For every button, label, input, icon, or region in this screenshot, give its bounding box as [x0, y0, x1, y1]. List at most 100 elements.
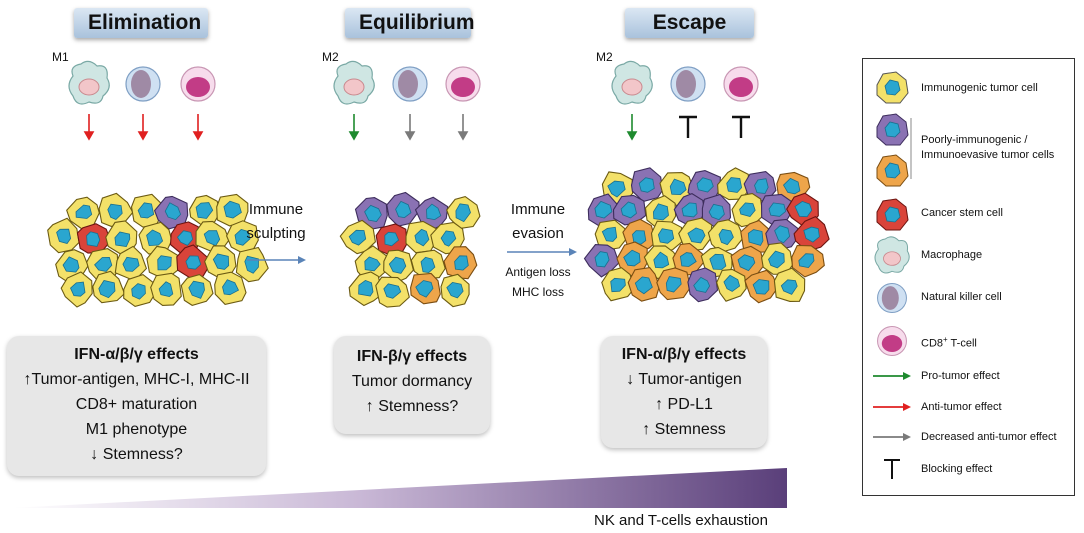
legend-label-pro-tumor: Pro-tumor effect [921, 370, 1000, 382]
immune-cells-equilibrium [333, 60, 481, 141]
effects-box-elimination: IFN-α/β/γ effects ↑Tumor-antigen, MHC-I,… [7, 336, 266, 476]
tumor-cluster-elimination [47, 192, 269, 308]
immune-cells-escape [611, 60, 759, 141]
tumor-cell [616, 241, 648, 277]
tumor-cell [153, 195, 189, 230]
tumor-cell [786, 192, 819, 227]
phase-title-escape: Escape [625, 8, 754, 38]
immune-sculpting-arrow [247, 256, 306, 264]
cd8-superscript: + [943, 335, 948, 344]
effect-line: ↓ Tumor-antigen [626, 371, 742, 388]
tumor-cell [687, 267, 719, 303]
macrophage-icon [611, 60, 653, 105]
cd8-t-cell-icon [445, 66, 481, 102]
tumor-cell [410, 272, 441, 305]
nk-cell-icon [877, 283, 907, 313]
nk-cell-icon [670, 66, 706, 102]
effect-line: ↑ Stemness [642, 421, 726, 438]
immune-evasion-label-1: Immune [510, 201, 566, 218]
legend-label-anti-tumor: Anti-tumor effect [921, 401, 1002, 413]
macrophage-label-equilibrium: M2 [322, 50, 339, 64]
tumor-cell [405, 220, 439, 254]
tumor-cell [630, 167, 664, 203]
cd8-text: CD8 [921, 337, 944, 350]
legend-label-decreased-anti-tumor: Decreased anti-tumor effect [921, 431, 1057, 443]
legend-label-cd8-t-cell: CD8+ T-cell [921, 332, 977, 352]
effect-line: CD8+ maturation [75, 396, 198, 413]
macrophage-icon [874, 236, 910, 274]
tumor-cell [339, 219, 376, 255]
effects-box-escape: IFN-α/β/γ effects ↓ Tumor-antigen ↑ PD-L… [601, 336, 767, 448]
decreased-anti-tumor-arrow [404, 114, 469, 141]
tumor-cell [92, 270, 126, 304]
tumor-cell [410, 249, 446, 280]
t-cell-text: T-cell [947, 337, 977, 350]
effect-line: M1 phenotype [85, 421, 188, 438]
tumor-cell [731, 193, 764, 228]
exhaustion-label: NK and T-cells exhaustion [594, 512, 768, 529]
immune-evasion-arrow [507, 248, 577, 256]
phase-title-elimination: Elimination [74, 8, 208, 38]
effects-title: IFN-α/β/γ effects [621, 346, 747, 363]
tumor-cell [587, 193, 621, 228]
tumor-cell [793, 215, 830, 253]
tumor-cell [138, 221, 173, 255]
legend-label-nk-cell: Natural killer cell [921, 291, 1002, 303]
cd8-t-cell-icon [723, 66, 759, 102]
legend-label-cancer-stem-cell: Cancer stem cell [921, 207, 1003, 219]
pro-tumor-arrow [626, 114, 638, 141]
legend-label-blocking: Blocking effect [921, 463, 993, 475]
blocking-icon [679, 115, 750, 138]
tumor-cell [204, 245, 237, 280]
poorly-immunogenic-tumor-cell-icon [876, 113, 909, 146]
effects-box-equilibrium: IFN-β/γ effects Tumor dormancy ↑ Stemnes… [334, 336, 490, 434]
tumor-cell [716, 268, 747, 302]
legend-label-immunoevasive: Immunoevasive tumor cells [921, 149, 1055, 161]
macrophage-label-escape: M2 [596, 50, 613, 64]
tumor-cell [375, 223, 408, 255]
effect-line: ↑Tumor-antigen, MHC-I, MHC-II [23, 371, 250, 388]
tumor-cell [765, 218, 799, 251]
tumor-cell [656, 267, 692, 301]
tumor-cell [717, 167, 750, 201]
tumor-cell [150, 272, 182, 306]
tumor-cell [701, 193, 732, 229]
tumor-cell [672, 242, 706, 276]
legend-label-macrophage: Macrophage [921, 249, 983, 261]
effect-line: ↑ PD-L1 [655, 396, 713, 413]
tumor-cell [601, 267, 635, 302]
effects-title: IFN-β/γ effects [356, 348, 468, 365]
nk-cell-icon [125, 66, 161, 102]
tumor-cell [225, 220, 259, 254]
tumor-cell [740, 219, 774, 253]
effect-line: Tumor dormancy [351, 373, 473, 390]
tumor-cell [60, 271, 93, 308]
tumor-cluster-equilibrium [339, 191, 481, 308]
tumor-cell [687, 170, 721, 202]
tumor-cell [348, 271, 383, 307]
effect-line: ↓ Stemness? [90, 446, 183, 463]
tumor-cell [383, 249, 415, 283]
tumor-cell [235, 246, 269, 283]
tumor-cell [650, 220, 683, 253]
legend-box: Immunogenic tumor cell Poorly-immunogeni… [862, 58, 1075, 496]
anti-tumor-arrow [83, 114, 204, 141]
tumor-cell [130, 193, 163, 228]
cancer-stem-cell-icon [876, 198, 909, 231]
tumor-cell [440, 273, 470, 308]
tumor-cell [180, 273, 214, 306]
tumor-cell [707, 219, 745, 254]
anti-tumor-arrow-icon [873, 403, 911, 411]
macrophage-icon [68, 60, 110, 105]
tumor-cell [216, 193, 249, 227]
macrophage-icon [333, 60, 375, 105]
tumor-cell [627, 267, 660, 302]
mhc-loss-label: MHC loss [511, 285, 564, 299]
tumor-cell [761, 242, 794, 275]
tumor-cell [773, 267, 806, 302]
antigen-loss-label: Antigen loss [505, 265, 571, 279]
tumor-cell [375, 276, 410, 308]
immunogenic-tumor-cell-icon [876, 71, 909, 104]
tumor-cell [791, 244, 825, 278]
tumor-cell [47, 217, 80, 254]
